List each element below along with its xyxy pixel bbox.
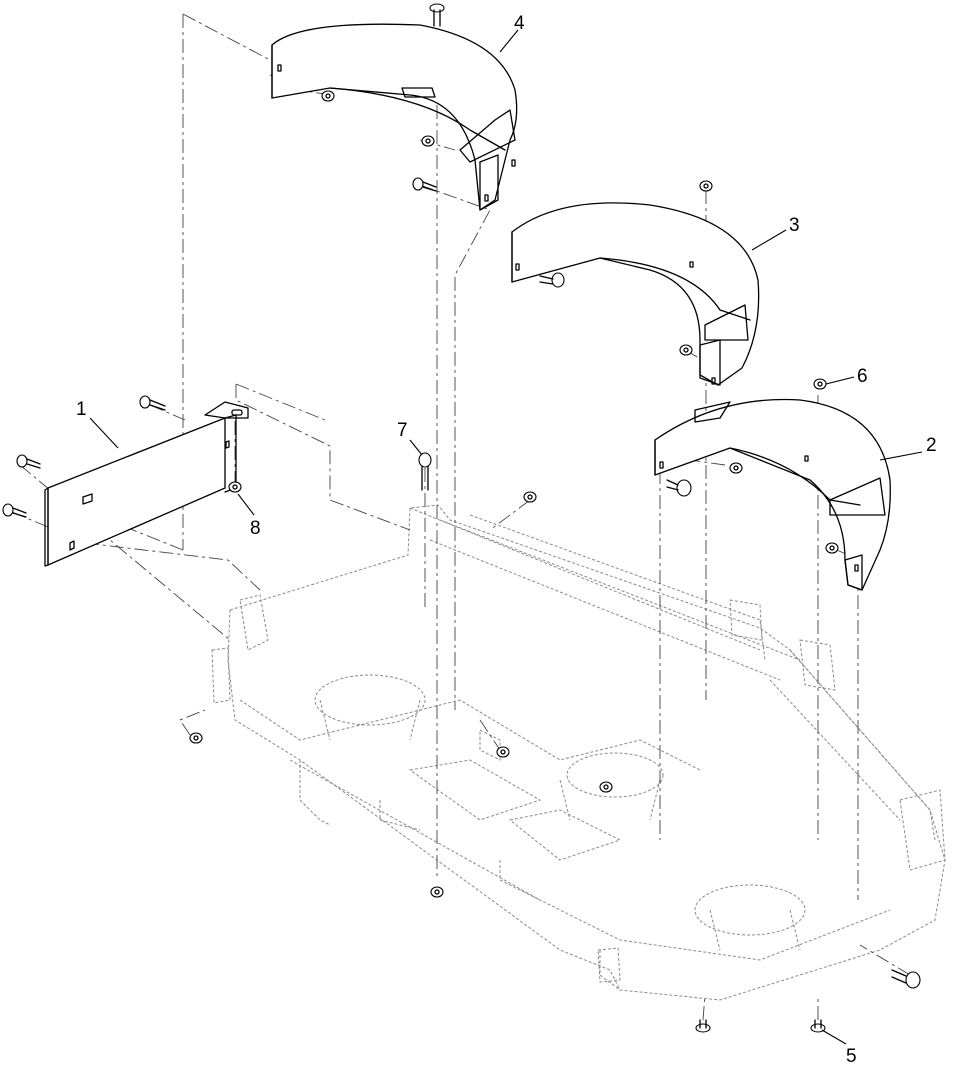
baffle-part-2 — [654, 398, 891, 591]
baffle-plate-part-1 — [44, 401, 249, 567]
callout-4: 4 — [514, 13, 525, 34]
nut-icon — [321, 90, 335, 102]
bolt-icon — [539, 272, 565, 288]
nut-icon — [729, 462, 743, 474]
bolt-icon — [666, 479, 692, 497]
nut-icon — [679, 344, 693, 356]
mower-deck — [211, 504, 946, 1001]
callout-3: 3 — [789, 215, 800, 236]
bolt-icon — [695, 1019, 711, 1033]
nut-icon — [699, 180, 713, 192]
bolt-icon — [139, 395, 166, 411]
nut-icon — [496, 746, 510, 758]
callout-8: 8 — [250, 518, 261, 539]
bolt-icon — [418, 452, 432, 491]
bolt-icon — [810, 1019, 826, 1033]
nut-icon — [421, 135, 435, 147]
callout-7: 7 — [397, 420, 408, 441]
callouts: 1 2 3 4 5 6 7 8 — [76, 13, 937, 1067]
bolt-icon — [2, 503, 27, 518]
nut-icon — [825, 542, 839, 554]
hardware — [2, 3, 921, 1033]
callout-2: 2 — [926, 435, 937, 456]
bolt-icon — [891, 969, 921, 989]
callout-6: 6 — [857, 366, 868, 387]
baffle-part-4 — [271, 23, 518, 211]
nut-icon — [813, 378, 827, 390]
nut-icon — [228, 481, 242, 493]
callout-5: 5 — [846, 1046, 857, 1067]
callout-1: 1 — [76, 399, 87, 420]
leader-lines — [89, 29, 923, 1045]
bolt-icon — [412, 177, 437, 192]
bolt-icon — [429, 3, 445, 27]
nut-icon — [523, 491, 537, 503]
nut-icon — [599, 781, 613, 793]
nut-icon — [430, 886, 444, 898]
nut-icon — [189, 732, 203, 744]
bolt-icon — [16, 454, 41, 469]
baffle-part-3 — [511, 202, 760, 386]
